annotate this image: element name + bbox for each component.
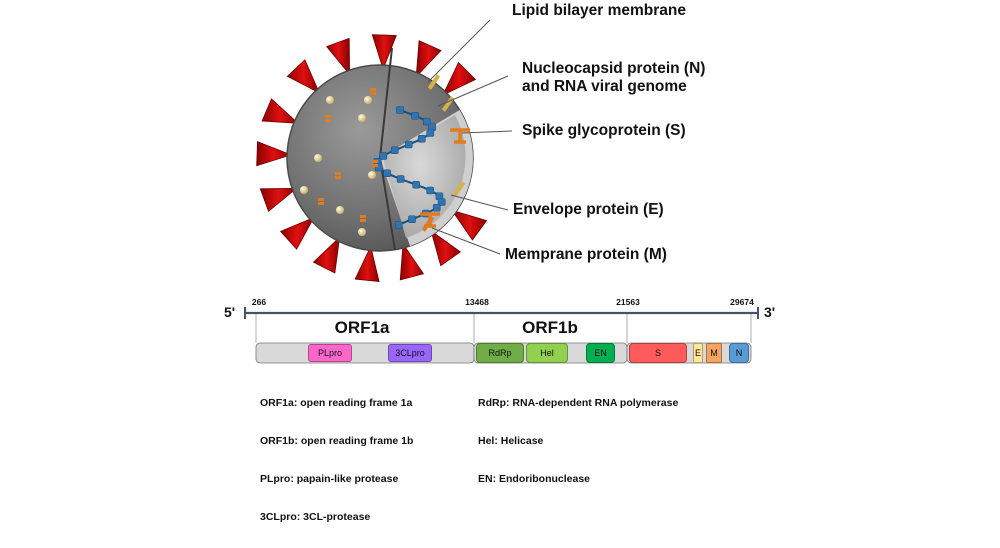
spike-protein-13 — [451, 209, 488, 241]
domain-rdrp: RdRp — [476, 343, 524, 363]
orf1b-label: ORF1b — [522, 318, 578, 337]
spike-protein-4 — [415, 40, 442, 78]
spike-protein-2 — [325, 37, 350, 76]
nucleocapsid-bead-40 — [394, 221, 403, 229]
legend-orf1b: ORF1b: open reading frame 1b — [260, 434, 414, 447]
label-nucleocapsid-line1: Nucleocapsid protein (N) — [522, 60, 706, 77]
nucleocapsid-bead-38 — [408, 215, 416, 224]
spike-protein-9 — [312, 236, 341, 274]
nucleocapsid-bead-34 — [432, 203, 441, 212]
rim-protein-0 — [427, 74, 441, 90]
spike-protein-10 — [354, 245, 380, 283]
spike-protein-1 — [286, 59, 321, 94]
nucleocapsid-bead-32 — [437, 198, 446, 206]
domain-m: M — [706, 343, 722, 363]
domain-en: EN — [586, 343, 615, 363]
position-21563: 21563 — [616, 297, 640, 307]
legend-3clpro: 3CLpro: 3CL-protease — [260, 510, 371, 523]
spike-protein-3 — [371, 34, 397, 71]
surface-proteins — [300, 74, 470, 236]
domain-n: N — [729, 343, 749, 363]
nucleocapsid-bead-8 — [426, 129, 435, 137]
legend-orf1a: ORF1a: open reading frame 1a — [260, 397, 413, 410]
m-protein-1 — [420, 212, 440, 228]
membrane-dot-3 — [336, 206, 344, 214]
nucleocapsid-bead-24 — [396, 175, 405, 183]
legend-en: EN: Endoribonuclease — [478, 472, 591, 485]
nucleocapsid-bead-4 — [422, 117, 431, 126]
legend-hel: Hel: Helicase — [478, 434, 544, 447]
spike-protein-8 — [279, 216, 315, 250]
label-envelope-protein: Envelope protein (E) — [513, 201, 664, 218]
spike-protein-11 — [399, 242, 425, 281]
m-protein-0 — [450, 128, 470, 144]
legend-rdrp: RdRp: RNA-dependent RNA polymerase — [478, 397, 679, 410]
domain-hel: Hel — [526, 343, 568, 363]
spike-protein-6 — [256, 141, 293, 167]
membrane-dot-1 — [314, 154, 322, 162]
spike-protein-12 — [430, 229, 462, 267]
nucleocapsid-bead-12 — [404, 140, 413, 149]
rim-protein-2 — [452, 181, 466, 197]
envelope-mark-2 — [335, 172, 341, 175]
legend-plpro: PLpro: papain-like protease — [260, 472, 399, 485]
orf1a-bar — [255, 342, 475, 364]
spike-protein-7 — [259, 188, 298, 213]
envelope-mark-0 — [370, 88, 376, 91]
coronavirus-structure-diagram: Lipid bilayer membrane Nucleocapsid prot… — [224, 2, 776, 523]
label-spike-glycoprotein: Spike glycoprotein (S) — [522, 122, 686, 139]
label-membrane-protein: Memprane protein (M) — [505, 246, 667, 263]
legend-left: ORF1a: open reading frame 1a ORF1b: open… — [260, 372, 413, 548]
envelope-mark-4 — [360, 215, 366, 218]
spike-protein-0 — [261, 98, 300, 124]
nucleocapsid-bead-10 — [417, 134, 426, 143]
nucleocapsid-bead-16 — [379, 152, 388, 160]
envelope-mark-3 — [318, 198, 324, 201]
genome-3-prime: 3' — [764, 304, 776, 320]
orf1a-label: ORF1a — [334, 318, 390, 337]
nucleocapsid-bead-22 — [383, 169, 391, 178]
domain-s: S — [629, 343, 687, 363]
nucleocapsid-bead-2 — [411, 111, 419, 120]
nucleocapsid-bead-28 — [426, 186, 435, 195]
nucleocapsid-bead-26 — [412, 180, 421, 189]
nucleocapsid-bead-14 — [390, 146, 399, 155]
membrane-dot-6 — [364, 96, 372, 104]
position-29674: 29674 — [730, 297, 754, 307]
envelope-mark-1 — [325, 115, 331, 118]
label-lipid-membrane: Lipid bilayer membrane — [512, 2, 686, 19]
membrane-dot-5 — [368, 171, 376, 179]
domain-e: E — [693, 343, 703, 363]
genome-5-prime: 5' — [224, 304, 236, 320]
spike-protein-5 — [442, 61, 477, 96]
nucleocapsid-bead-0 — [396, 106, 404, 114]
membrane-dot-2 — [300, 186, 308, 194]
envelope-mark-5 — [372, 160, 378, 163]
domain-3clpro: 3CLpro — [388, 344, 432, 362]
membrane-dot-7 — [326, 96, 334, 104]
membrane-dot-4 — [358, 228, 366, 236]
label-nucleocapsid-line2: and RNA viral genome — [522, 78, 687, 95]
callout-lines — [427, 19, 513, 255]
position-13468: 13468 — [465, 297, 489, 307]
domain-plpro: PLpro — [308, 344, 352, 362]
legend-right: RdRp: RNA-dependent RNA polymerase Hel: … — [478, 372, 678, 511]
position-266: 266 — [251, 297, 267, 307]
membrane-dot-0 — [358, 114, 366, 122]
